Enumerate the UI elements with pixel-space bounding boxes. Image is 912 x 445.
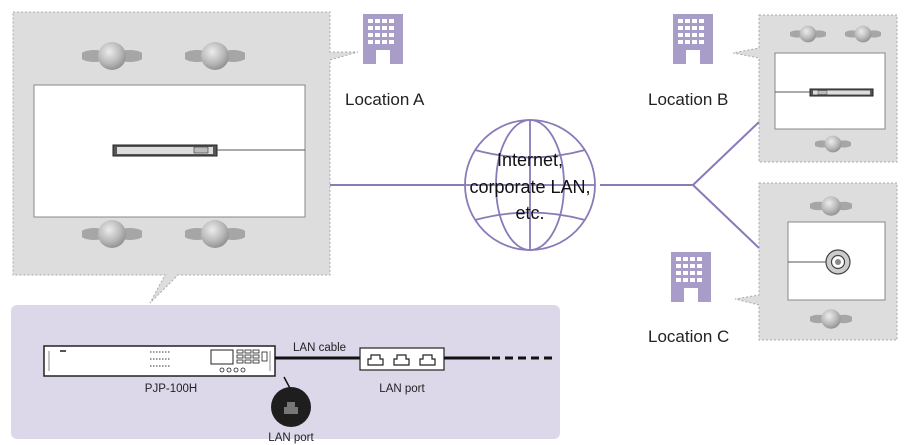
location-b-label: Location B [648,90,728,109]
lan-hub-icon [359,347,445,371]
hub-port-label: LAN port [379,383,425,395]
device-icon [43,345,276,377]
device-port-label: LAN port [268,432,314,444]
location-b-panel [732,14,898,163]
location-c-panel [734,182,898,341]
lan-cable-label: LAN cable [293,342,346,354]
network-links [330,121,760,249]
location-c-label: Location C [648,327,729,346]
building-icon [673,14,713,64]
network-label-line1: Internet, [497,150,563,170]
network-label-line2: corporate LAN, [469,177,590,197]
ceiling-speaker-icon [825,249,851,275]
building-icon [671,252,711,302]
location-a-panel [12,11,359,304]
location-a-label: Location A [345,90,425,109]
network-label: Internet, corporate LAN, etc. [469,150,590,223]
building-icon [363,14,403,64]
connection-detail-panel: PJP-100H LAN cable LAN port LAN port [11,305,560,444]
device-icon [809,88,874,97]
lan-port-icon [271,376,311,427]
device-model-label: PJP-100H [145,383,197,395]
device-icon [112,144,218,157]
globe-icon [464,119,596,251]
network-label-line3: etc. [515,203,544,223]
